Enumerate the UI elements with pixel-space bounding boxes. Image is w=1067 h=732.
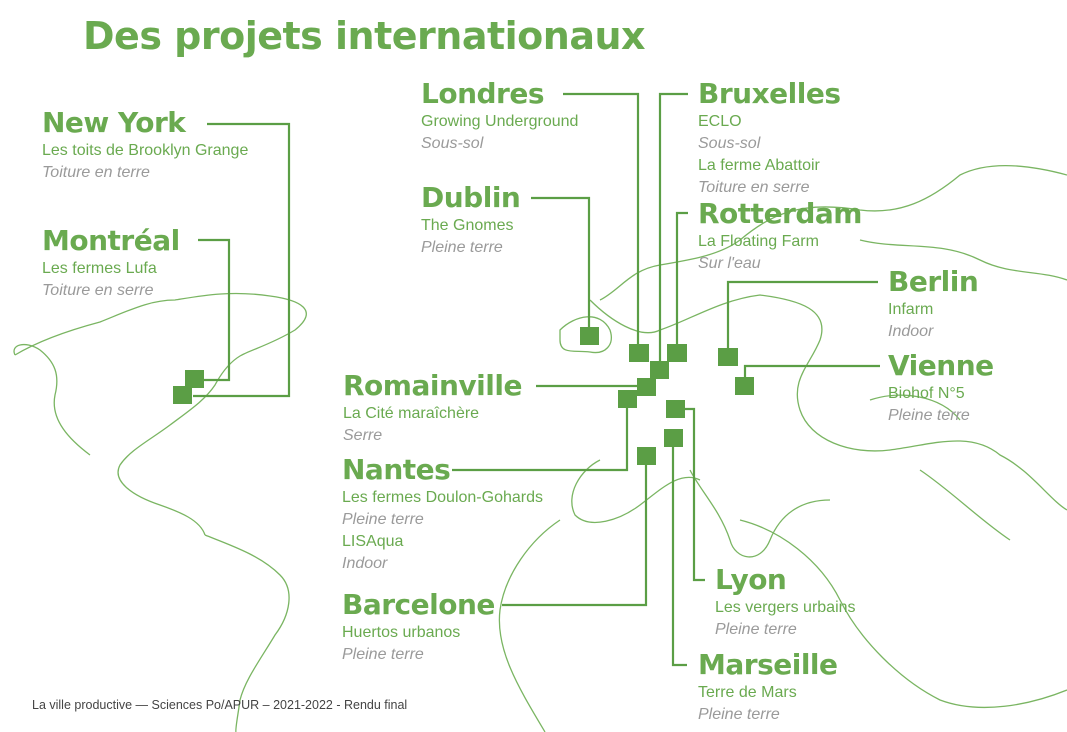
marker-dublin [580,327,599,345]
connector-lyon [685,407,705,582]
marker-romainville [637,378,656,396]
med-outline [689,469,831,558]
project-type: Toiture en terre [42,164,150,181]
city-name: Bruxelles [698,77,841,110]
marker-montreal [185,370,204,388]
project-type: Serre [343,427,383,444]
project-type: Toiture en serre [42,282,154,299]
project-name: Les vergers urbains [715,599,856,616]
page-title: Des projets internationaux [83,14,646,58]
marker-nantes [618,390,637,408]
marker-rotterdam [667,344,687,362]
north-america-outline [14,292,307,536]
project-name: La ferme Abattoir [698,157,820,174]
project-type: Toiture en serre [698,179,810,196]
connector-lines [193,92,880,667]
connector-montreal [198,238,231,382]
project-name: Huertos urbanos [342,624,461,641]
project-name: Terre de Mars [698,684,797,701]
footer-text: La ville productive — Sciences Po/APUR –… [32,698,408,712]
project-name: The Gnomes [421,217,514,234]
project-name: Growing Underground [421,113,579,130]
south-america-outline [204,534,290,732]
marker-marseille [664,429,683,447]
city-rotterdam: Rotterdam La Floating Farm Sur l'eau [698,197,862,275]
connector-berlin [726,280,878,348]
project-name: La Floating Farm [698,233,819,250]
project-type: Indoor [342,555,388,572]
connector-bruxelles [658,92,688,362]
iberia-outline [571,459,701,524]
connector-barcelone [502,465,648,607]
connector-vienne [743,364,880,377]
city-montreal: Montréal Les fermes Lufa Toiture en serr… [42,224,180,302]
connector-londres [563,92,640,344]
city-name: Londres [421,77,545,110]
marker-bruxelles [650,361,669,379]
city-name: Marseille [698,648,838,681]
europe-outline [589,294,1067,511]
marker-vienne [735,377,754,395]
city-name: Dublin [421,181,521,214]
city-lyon: Lyon Les vergers urbains Pleine terre [715,563,856,641]
project-type: Sous-sol [421,135,484,152]
project-type: Pleine terre [888,407,970,424]
city-name: Lyon [715,563,787,596]
city-barcelone: Barcelone Huertos urbanos Pleine terre [342,588,495,666]
america-west-outline [13,343,91,456]
project-type: Indoor [888,323,934,340]
city-name: Vienne [888,349,994,382]
connector-new-york [193,122,291,398]
project-name: Les fermes Doulon-Gohards [342,489,543,506]
city-markers [173,327,754,465]
marker-new-york [173,386,192,404]
city-bruxelles: Bruxelles ECLO Sous-sol La ferme Abattoi… [698,77,841,199]
city-name: Rotterdam [698,197,862,230]
city-name: Romainville [343,369,522,402]
marker-londres [629,344,649,362]
project-name: ECLO [698,113,742,130]
connector-nantes [452,408,629,472]
project-name: Biohof N°5 [888,385,965,402]
project-type: Pleine terre [342,646,424,663]
marker-berlin [718,348,738,366]
city-name: New York [42,106,186,139]
project-type: Sous-sol [698,135,761,152]
city-romainville: Romainville La Cité maraîchère Serre [343,369,522,447]
asia-outline [859,239,1067,541]
connector-marseille [671,447,687,667]
britain-outline [559,316,612,354]
city-londres: Londres Growing Underground Sous-sol [421,77,578,155]
connector-dublin [531,196,591,327]
project-name: Infarm [888,301,934,318]
project-name: Les toits de Brooklyn Grange [42,142,249,159]
city-nantes: Nantes Les fermes Doulon-Gohards Pleine … [342,453,543,575]
connector-rotterdam [675,211,688,344]
city-berlin: Berlin Infarm Indoor [888,265,979,343]
city-marseille: Marseille Terre de Mars Pleine terre [698,648,838,726]
project-name: Les fermes Lufa [42,260,157,277]
africa-outline [498,519,1067,732]
marker-lyon [666,400,685,418]
city-name: Montréal [42,224,180,257]
project-name: La Cité maraîchère [343,405,480,422]
project-name: LISAqua [342,533,404,550]
project-type: Pleine terre [698,706,780,723]
project-type: Pleine terre [342,511,424,528]
project-type: Sur l'eau [698,255,761,272]
city-vienne: Vienne Biohof N°5 Pleine terre [888,349,994,427]
city-dublin: Dublin The Gnomes Pleine terre [421,181,521,259]
city-name: Barcelone [342,588,495,621]
marker-barcelone [637,447,656,465]
city-new-york: New York Les toits de Brooklyn Grange To… [42,106,248,184]
city-name: Berlin [888,265,979,298]
city-name: Nantes [342,453,451,486]
project-type: Pleine terre [421,239,503,256]
project-type: Pleine terre [715,621,797,638]
